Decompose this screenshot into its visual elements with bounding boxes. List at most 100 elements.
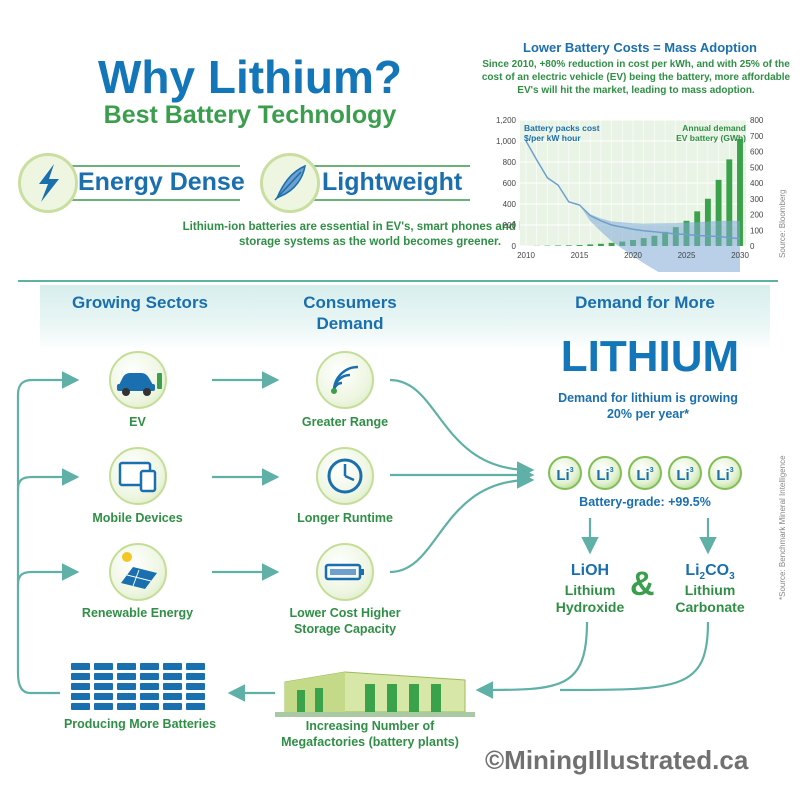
battery-cell	[163, 693, 182, 700]
legend-cost-unit: $/per kW hour	[524, 133, 581, 143]
sector-renewable-label: Renewable Energy	[81, 606, 194, 620]
battery-cell	[71, 673, 90, 680]
battery-cell	[117, 673, 136, 680]
section-divider	[18, 280, 778, 282]
battery-cell	[163, 673, 182, 680]
demand-bar	[597, 243, 604, 246]
lithium-coin: Li3	[588, 456, 622, 490]
battery-cell	[117, 693, 136, 700]
x-axis-ticks: 2010 2015 2020 2025 2030	[517, 251, 749, 260]
battery-cell	[186, 663, 205, 670]
battery-icon	[316, 543, 374, 601]
consumer-range-label: Greater Range	[301, 415, 389, 429]
x-tick-label: 2015	[571, 251, 589, 260]
source-note: *Source: Benchmark Mineral Intelligence	[778, 455, 787, 600]
battery-grade: Battery-grade: +99.5%	[579, 495, 711, 509]
megafactories-label: Increasing Number of Megafactories (batt…	[281, 719, 459, 749]
battery-cell	[117, 683, 136, 690]
battery-cell	[140, 693, 159, 700]
lithium-coin: Li3	[548, 456, 582, 490]
sector-ev-label: EV	[129, 415, 146, 429]
right-tick-label: 800	[750, 116, 764, 125]
battery-cell	[140, 683, 159, 690]
left-tick-label: 0	[512, 242, 517, 251]
right-tick-label: 300	[750, 195, 764, 204]
energy-dense-label: Energy Dense	[78, 168, 245, 196]
legend-cost: Battery packs cost	[524, 123, 600, 133]
right-tick-label: 100	[750, 226, 764, 235]
battery-cell	[94, 663, 113, 670]
battery-cell	[94, 673, 113, 680]
battery-cell	[163, 663, 182, 670]
right-tick-label: 400	[750, 179, 764, 188]
lithium-word: LITHIUM	[560, 332, 740, 381]
battery-cell	[186, 683, 205, 690]
left-tick-label: 400	[503, 200, 517, 209]
battery-cell	[163, 683, 182, 690]
left-tick-label: 800	[503, 158, 517, 167]
x-tick-label: 2020	[624, 251, 642, 260]
column-demand-for-more: Demand for More	[575, 293, 715, 312]
carbonate-name: Lithium Carbonate	[675, 582, 745, 615]
left-axis-ticks: 0 200 400 600 800 1,000 1,200	[496, 116, 517, 251]
chart-title: Lower Battery Costs = Mass Adoption	[523, 40, 757, 55]
right-tick-label: 500	[750, 163, 764, 172]
lightning-icon	[18, 153, 78, 213]
cost-band	[579, 205, 740, 272]
battery-cell	[186, 693, 205, 700]
solar-panel-icon	[109, 543, 167, 601]
lithium-coin: Li3	[668, 456, 702, 490]
left-tick-label: 200	[503, 221, 517, 230]
left-tick-label: 1,200	[496, 116, 517, 125]
battery-cell	[71, 663, 90, 670]
carbonate-formula: Li2CO3	[685, 562, 735, 583]
brand-watermark: ©MiningIllustrated.ca	[485, 745, 749, 775]
battery-cell	[163, 703, 182, 710]
battery-cell	[117, 703, 136, 710]
demand-bar	[737, 138, 743, 246]
intro-text: Lithium-ion batteries are essential in E…	[182, 221, 558, 248]
right-tick-label: 600	[750, 148, 764, 157]
battery-cell	[140, 673, 159, 680]
demand-bar	[608, 242, 615, 246]
x-tick-label: 2030	[731, 251, 749, 260]
battery-cell	[140, 703, 159, 710]
battery-cell	[117, 663, 136, 670]
lithium-coin: Li3	[628, 456, 662, 490]
lightweight-label: Lightweight	[322, 168, 463, 196]
right-tick-label: 200	[750, 211, 764, 220]
consumer-runtime-label: Longer Runtime	[297, 511, 393, 525]
column-consumers-demand: Consumers Demand	[303, 293, 397, 333]
x-tick-label: 2025	[678, 251, 696, 260]
left-tick-label: 1,000	[496, 137, 517, 146]
battery-cell	[71, 683, 90, 690]
left-tick-label: 600	[503, 179, 517, 188]
cost-line	[525, 140, 741, 240]
page-title: Why Lithium?	[97, 51, 403, 103]
chart-description: Since 2010, +80% reduction in cost per k…	[481, 59, 791, 96]
demand-bar	[587, 244, 594, 246]
megafactory-icon	[275, 671, 475, 717]
battery-cell	[94, 703, 113, 710]
lightweight-bar	[300, 165, 470, 201]
devices-icon	[109, 447, 167, 505]
hydroxide-formula: LiOH	[570, 562, 610, 579]
page-subtitle: Best Battery Technology	[103, 101, 397, 129]
right-tick-label: 0	[750, 242, 755, 251]
x-tick-label: 2010	[517, 251, 535, 260]
signal-range-icon	[316, 351, 374, 409]
demand-bar	[576, 245, 583, 246]
clock-icon	[316, 447, 374, 505]
ampersand: &	[630, 565, 655, 603]
lithium-coin: Li3	[708, 456, 742, 490]
battery-cell	[140, 663, 159, 670]
sector-mobile-label: Mobile Devices	[92, 511, 183, 525]
feather-icon	[260, 153, 320, 213]
column-growing-sectors: Growing Sectors	[71, 293, 209, 312]
battery-cell	[186, 703, 205, 710]
demand-bar	[715, 179, 722, 246]
demand-bar	[726, 159, 733, 246]
demand-rate: Demand for lithium is growing 20% per ye…	[558, 391, 738, 421]
battery-cell	[71, 693, 90, 700]
